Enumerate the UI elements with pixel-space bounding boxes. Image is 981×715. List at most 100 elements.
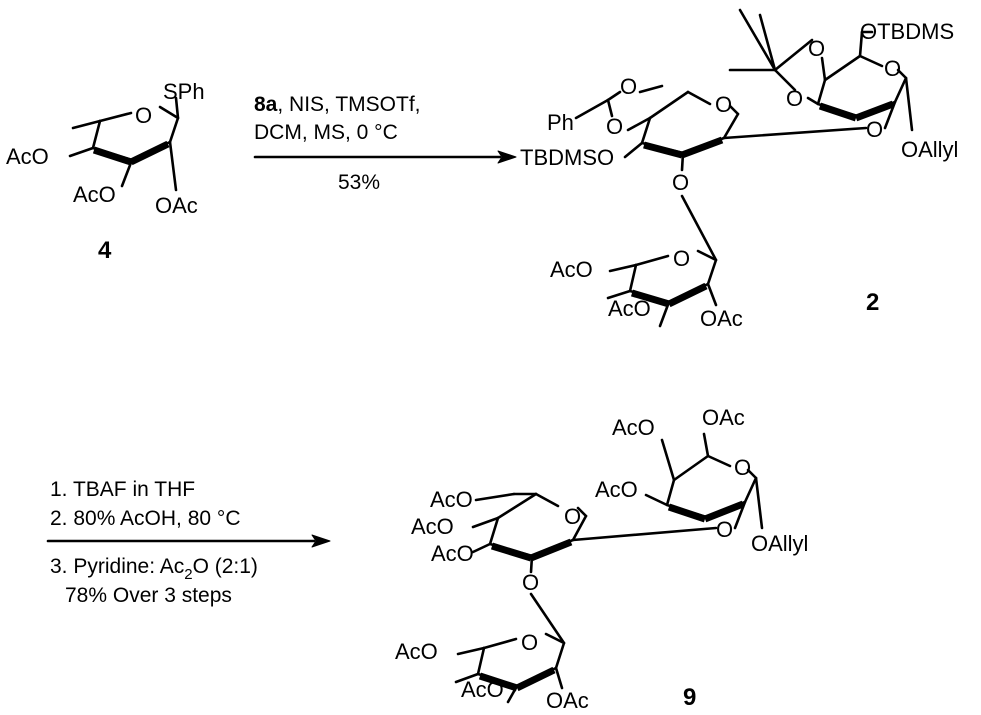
compound-9-aco-gal-left: AcO	[595, 477, 638, 502]
arrow-2-step3: 3. Pyridine: Ac2O (2:1)	[50, 555, 258, 583]
compound-4-aco-left: AcO	[6, 144, 49, 169]
compound-2-c2-bond	[680, 151, 685, 172]
compound-9-glc-c5	[496, 492, 538, 520]
compound-2-o6-bond	[638, 84, 664, 94]
compound-2-o-gal-bottom: O	[866, 117, 883, 142]
compound-2-fuc-c3	[658, 300, 671, 328]
step3-sub: 2	[184, 566, 192, 583]
compound-9-glycosidic	[571, 526, 718, 542]
compound-9-o3	[471, 542, 492, 554]
compound-2-fuc-bold	[667, 282, 708, 308]
compound-9-gal-o3	[644, 493, 669, 507]
compound-9-gal-bold	[703, 500, 745, 523]
compound-9-c2	[529, 554, 534, 574]
compound-2-glc-bold	[643, 141, 683, 159]
arrow-1-head	[497, 150, 517, 164]
reaction-arrow-1: 8a, NIS, TMSOTf, DCM, MS, 0 °C 53%	[253, 93, 517, 194]
compound-9-fuc-c4	[454, 672, 480, 684]
compound-2-benzylidene-2	[606, 90, 622, 102]
compound-2-glc-ring-o1	[728, 104, 740, 116]
compound-4-c4-bond	[68, 146, 95, 158]
compound-2-fuc-aco-left: AcO	[550, 257, 593, 282]
compound-2-iso-c1	[773, 38, 814, 72]
compound-2-o-iso-top: O	[808, 36, 825, 61]
compound-2-iso-me3	[758, 13, 777, 72]
compound-2-gal-c5	[823, 54, 862, 82]
compound-9-fuc-anomeric	[529, 592, 566, 645]
compound-9-fuc-methyl	[456, 646, 486, 656]
compound-2-fuc-anomeric	[680, 194, 718, 262]
compound-9-o4	[471, 516, 500, 529]
arrow-2-step2: 2. 80% AcOH, 80 °C	[50, 507, 241, 530]
compound-4-c3-bond	[120, 158, 134, 188]
compound-9-o6	[474, 492, 516, 502]
compound-9-aco-glc-2: AcO	[411, 514, 454, 539]
compound-2-c6	[648, 90, 690, 120]
compound-2-fuc-oac: OAc	[700, 306, 743, 331]
compound-9-o-link: O	[522, 570, 539, 595]
compound-4-aco-bottom: AcO	[73, 182, 116, 207]
compound-2-iso-o4	[820, 56, 827, 82]
compound-4-bold-bond	[129, 140, 170, 166]
compound-4-methyl-bond	[71, 119, 102, 130]
compound-2-glc-ring-o2	[686, 90, 712, 106]
reagent-8a: 8a	[254, 93, 278, 116]
step3-suffix: O (2:1)	[193, 555, 258, 578]
compound-2-gal-ring-o2	[858, 54, 884, 68]
compound-9-glc-bold	[490, 542, 533, 562]
compound-9-number: 9	[683, 684, 696, 711]
compound-9-gal-o-ring: O	[734, 455, 751, 480]
compound-9-gal-ring-o1	[746, 468, 758, 480]
compound-9-gal-c6	[702, 432, 710, 458]
compound-9-aco-glc-3: AcO	[431, 541, 474, 566]
compound-2-glycosidic-bond	[722, 126, 868, 140]
compound-2-o-benzylidene-2: O	[606, 114, 623, 139]
compound-2-fuc-ring-o	[634, 254, 670, 267]
compound-9-oac-top: OAc	[702, 405, 745, 430]
compound-2-otbdms: OTBDMS	[860, 19, 954, 44]
compound-9-gal-c1	[754, 476, 764, 530]
compound-2-fuc-ring-o: O	[673, 246, 690, 271]
compound-9-glc-bold	[529, 538, 573, 562]
compound-2-gal-c1	[904, 76, 914, 132]
arrow-1-reagents: 8a, NIS, TMSOTf,	[254, 93, 420, 116]
arrow-1-yield: 53%	[338, 171, 380, 194]
arrow-2-yield: 78% Over 3 steps	[65, 584, 232, 607]
compound-9-fuc-ring-o	[482, 637, 518, 650]
compound-2-gal-ring-o1	[896, 68, 908, 80]
compound-9-fuc-bold	[515, 666, 556, 692]
compound-2-ph: Ph	[547, 110, 574, 135]
reagent-list: , NIS, TMSOTf,	[277, 93, 420, 116]
compound-9-fuc-aco-bottom: AcO	[461, 677, 504, 702]
compound-9-aco-glc-1: AcO	[430, 487, 473, 512]
compound-2-o3-bond	[623, 141, 644, 159]
compound-2-fuc-aco-bottom: AcO	[608, 296, 651, 321]
compound-4-ring-oxygen: O	[135, 103, 152, 128]
compound-9-fuc-aco-left: AcO	[395, 639, 438, 664]
compound-9-fuc-ring-o: O	[521, 630, 538, 655]
compound-2-o-link: O	[672, 170, 689, 195]
compound-2-iso-c2	[773, 68, 797, 92]
compound-2-gal-bold	[854, 100, 895, 122]
compound-2-iso-me1	[738, 8, 777, 72]
compound-4-structure: O SPh AcO AcO OAc 4	[6, 79, 205, 264]
reaction-arrow-2: 1. TBAF in THF 2. 80% AcOH, 80 °C 3. Pyr…	[46, 478, 331, 607]
compound-9-structure: O AcO AcO AcO O AcO OAc O AcO O OAllyl O	[395, 405, 808, 713]
compound-2-benzylidene-3	[606, 98, 614, 118]
compound-4-oac: OAc	[155, 193, 198, 218]
compound-4-number: 4	[98, 237, 112, 264]
compound-9-aco-top: AcO	[612, 415, 655, 440]
compound-9-gal-ring-o2	[706, 454, 732, 468]
compound-2-fuc-c2	[706, 282, 718, 307]
compound-4-c2-bond	[168, 140, 178, 192]
compound-9-o-gal-bottom: O	[716, 517, 733, 542]
compound-2-number: 2	[866, 289, 879, 316]
compound-2-fuc-c4	[606, 289, 632, 300]
compound-9-gal-c2	[733, 500, 747, 530]
compound-2-benzylidene-1	[574, 98, 610, 120]
compound-2-gal-bold	[818, 102, 858, 122]
compound-9-glc-ring-o2	[534, 492, 560, 508]
compound-9-gal-c5	[672, 454, 710, 482]
compound-2-fuc-methyl	[608, 263, 638, 273]
